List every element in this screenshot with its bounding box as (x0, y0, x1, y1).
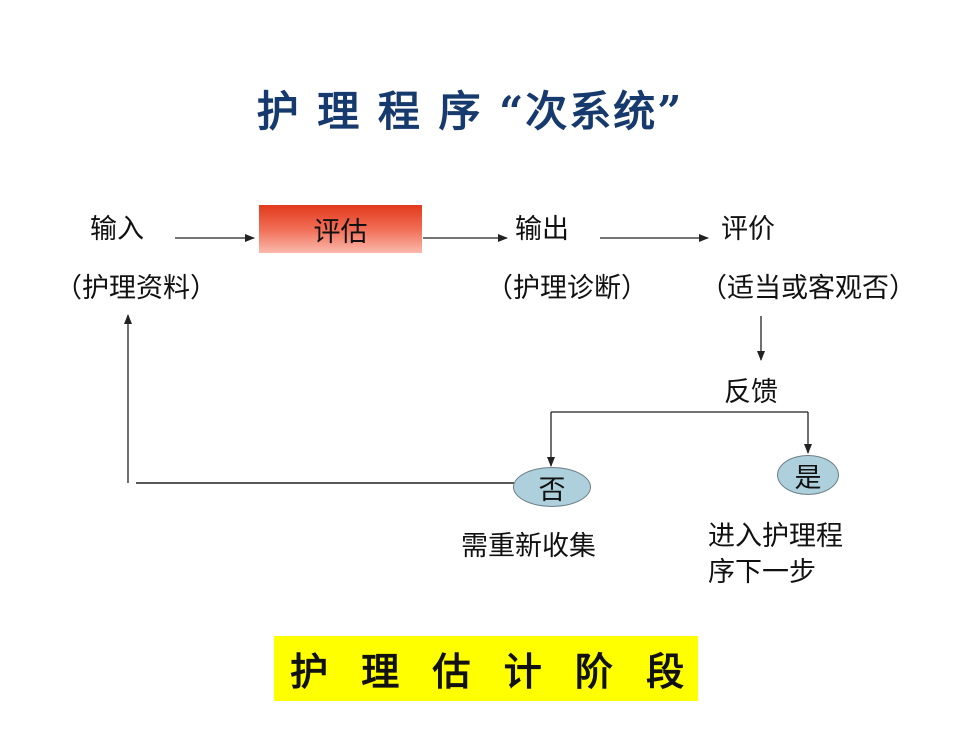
node-no-result: 需重新收集 (461, 531, 596, 562)
node-yes-result-line2: 序下一步 (708, 557, 816, 588)
node-yes-ellipse: 是 (777, 455, 839, 495)
node-output: 输出 (515, 214, 569, 245)
node-assess-box: 评估 (259, 205, 422, 253)
node-yes-label: 是 (794, 462, 822, 494)
node-input: 输入 (90, 214, 144, 245)
node-no-ellipse: 否 (513, 467, 591, 507)
node-yes-result-line1: 进入护理程 (708, 521, 843, 552)
node-output-sub: （护理诊断） (486, 273, 648, 304)
phase-label: 护 理 估 计 阶 段 (290, 649, 695, 694)
node-evaluate: 评价 (721, 214, 775, 245)
node-no-label: 否 (538, 474, 566, 506)
phase-label-box: 护 理 估 计 阶 段 (274, 636, 698, 701)
node-assess-label: 评估 (313, 216, 368, 248)
node-feedback: 反馈 (724, 377, 778, 408)
node-input-sub: （护理资料） (55, 273, 217, 304)
node-evaluate-sub: （适当或客观否） (700, 273, 916, 304)
page-title: 护 理 程 序 “次系统” (256, 87, 684, 136)
